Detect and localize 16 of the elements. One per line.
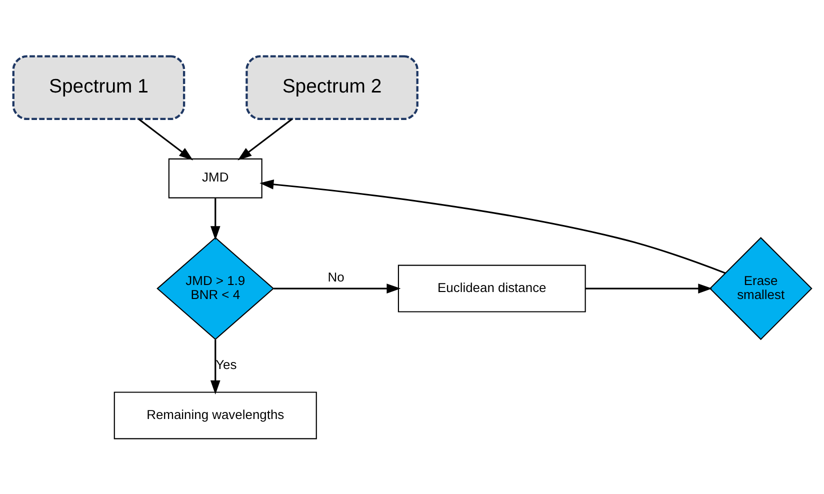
node-diamond: Erase smallest [708, 236, 812, 340]
node-box: JMD [168, 158, 262, 198]
node-diamond: JMD > 1.9 BNR < 4 [156, 236, 274, 340]
arrow [210, 339, 220, 394]
edge-label: Yes [215, 356, 236, 372]
arrow [138, 118, 193, 160]
arrow [273, 283, 400, 293]
node-box: Spectrum 1 [12, 54, 185, 120]
arrow [210, 198, 220, 240]
arrow [584, 283, 712, 293]
arrow [259, 179, 726, 274]
arrow [237, 118, 292, 160]
node-box: Spectrum 2 [245, 54, 418, 120]
node-box: Remaining wavelengths [113, 391, 316, 439]
node-box: Euclidean distance [397, 264, 586, 312]
edge-label: No [327, 269, 344, 284]
